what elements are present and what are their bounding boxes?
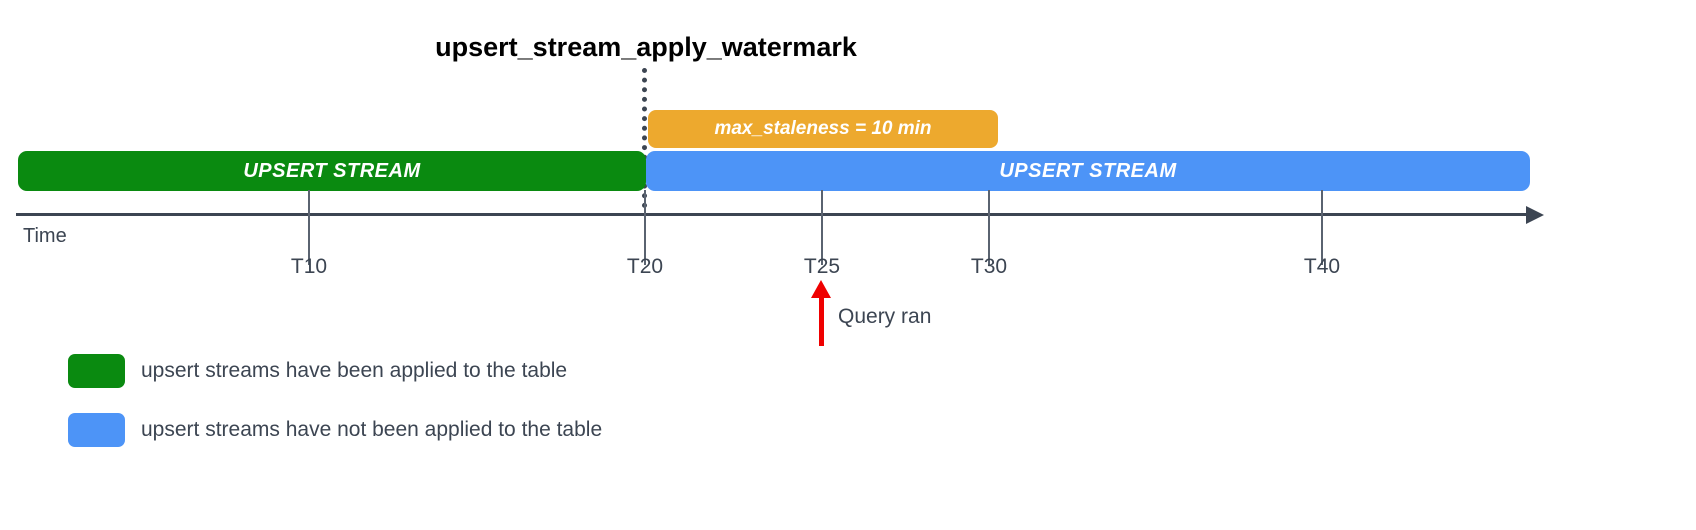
axis-tick-t30 <box>988 190 990 265</box>
query-ran-arrow-icon <box>811 280 831 298</box>
max-staleness-bar: max_staleness = 10 min <box>648 110 998 148</box>
time-axis-arrow-icon <box>1526 206 1544 224</box>
axis-tick-t40 <box>1321 190 1323 265</box>
upsert-stream-not-applied-label: UPSERT STREAM <box>999 159 1177 182</box>
axis-tick-label-t30: T30 <box>970 255 1008 278</box>
upsert-stream-not-applied-bar: UPSERT STREAM <box>646 151 1530 191</box>
axis-tick-label-t20: T20 <box>626 255 664 278</box>
time-axis-label: Time <box>23 225 67 247</box>
time-axis-line <box>16 213 1540 216</box>
max-staleness-bar-label: max_staleness = 10 min <box>714 118 932 139</box>
upsert-stream-applied-bar: UPSERT STREAM <box>18 151 646 191</box>
query-ran-arrow-shaft <box>819 296 824 346</box>
axis-tick-t10 <box>308 190 310 265</box>
query-ran-label: Query ran <box>838 305 932 328</box>
legend-label-applied: upsert streams have been applied to the … <box>141 359 568 382</box>
legend-swatch-not-applied-icon <box>68 413 125 447</box>
axis-tick-label-t40: T40 <box>1303 255 1341 278</box>
legend-label-not-applied: upsert streams have not been applied to … <box>141 418 603 441</box>
watermark-dotted-line <box>642 68 647 208</box>
legend-item-not-applied: upsert streams have not been applied to … <box>68 413 602 447</box>
legend-swatch-applied-icon <box>68 354 125 388</box>
axis-tick-label-t10: T10 <box>290 255 328 278</box>
page-title: upsert_stream_apply_watermark <box>435 32 857 62</box>
axis-tick-t25 <box>821 190 823 265</box>
axis-tick-t20 <box>644 190 646 265</box>
legend-item-applied: upsert streams have been applied to the … <box>68 354 567 388</box>
upsert-stream-applied-label: UPSERT STREAM <box>243 159 421 182</box>
axis-tick-label-t25: T25 <box>803 255 841 278</box>
